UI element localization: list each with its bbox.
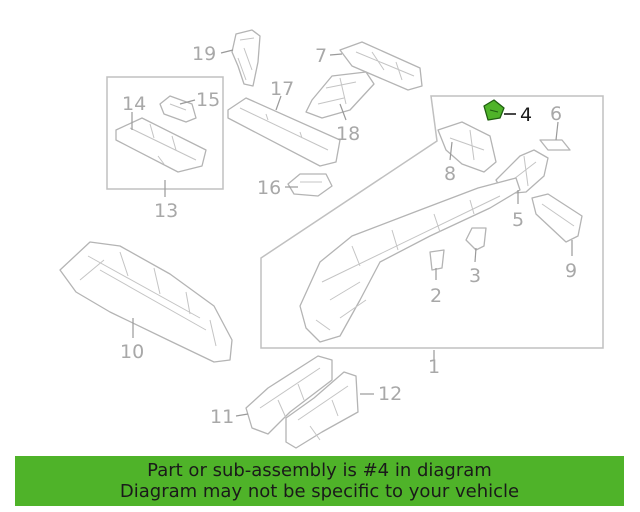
part-4-clip-highlighted[interactable] [483,99,505,121]
part-12-sill-panel[interactable] [285,371,359,449]
part-17-rail[interactable] [227,97,341,167]
part-8-bracket[interactable] [437,121,497,173]
part-7-panel[interactable] [339,41,423,91]
callout-19: 19 [192,43,216,65]
part-6-clip[interactable] [539,139,571,151]
callout-9: 9 [565,260,577,282]
callout-3: 3 [469,265,481,287]
banner-line-1: Part or sub-assembly is #4 in diagram [147,460,492,481]
parts-diagram: 19 7 17 18 14 15 16 13 4 6 8 5 9 3 2 10 … [59,29,604,449]
part-2-bracket[interactable] [429,249,445,271]
info-banner: Part or sub-assembly is #4 in diagram Di… [15,456,624,506]
part-3-bracket[interactable] [465,227,487,251]
part-16-bracket[interactable] [287,173,333,197]
banner-line-2: Diagram may not be specific to your vehi… [119,481,520,502]
callout-12: 12 [378,383,402,405]
callout-6: 6 [550,103,562,125]
callout-16: 16 [257,177,281,199]
part-9-gusset[interactable] [531,193,583,243]
leader-lines [131,49,573,417]
part-18-bracket[interactable] [305,71,375,119]
group-box-1 [260,95,604,349]
callout-11: 11 [210,406,234,428]
part-10-floor-side-member[interactable] [59,241,233,363]
callout-1: 1 [428,356,440,378]
callout-7: 7 [315,45,327,67]
part-14-crossmember[interactable] [115,117,207,173]
part-19-bracket[interactable] [231,29,261,87]
callout-2: 2 [430,285,442,307]
callout-18: 18 [336,123,360,145]
callout-13: 13 [154,200,178,222]
callout-4: 4 [520,104,532,126]
callout-15: 15 [196,89,220,111]
callout-17: 17 [270,78,294,100]
part-15-bracket[interactable] [159,95,197,123]
callout-14: 14 [122,93,146,115]
callout-5: 5 [512,209,524,231]
part-11-reinforcement[interactable] [245,355,333,435]
part-1-frame-rail[interactable] [299,177,521,343]
callout-10: 10 [120,341,144,363]
callout-8: 8 [444,163,456,185]
